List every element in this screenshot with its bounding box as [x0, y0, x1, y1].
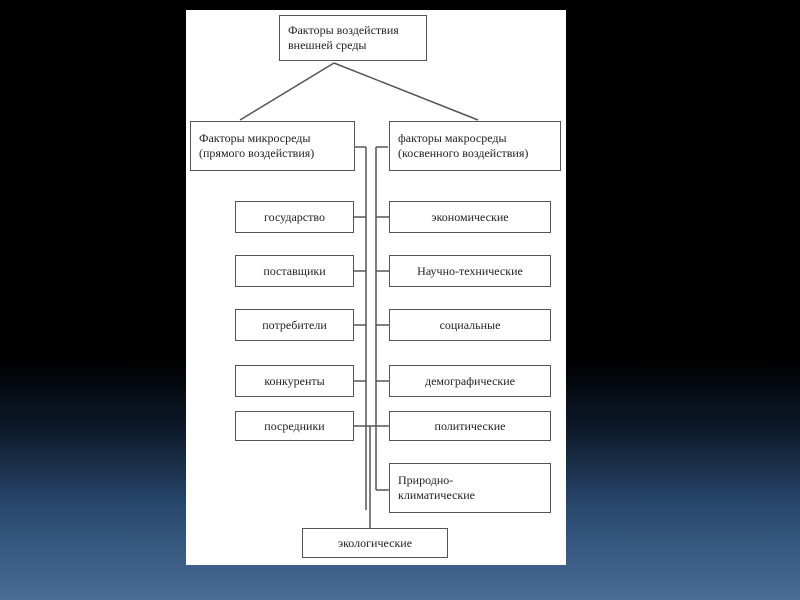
- micro-item-label: посредники: [264, 418, 325, 433]
- macro-header-box: факторы макросреды (косвенного воздейств…: [389, 121, 561, 171]
- micro-item-competitors: конкуренты: [235, 365, 354, 397]
- macro-header-line-1: факторы макросреды: [398, 131, 507, 145]
- macro-item-natural-climatic: Природно- климатические: [389, 463, 551, 513]
- macro-nature-line-2: климатические: [398, 488, 475, 502]
- macro-item-label: Научно-технические: [417, 263, 523, 278]
- macro-item-scientific-technical: Научно-технические: [389, 255, 551, 287]
- bottom-item-ecological: экологические: [302, 528, 448, 558]
- root-box: Факторы воздействия внешней среды: [279, 15, 427, 61]
- root-line-1: Факторы воздействия: [288, 23, 399, 37]
- macro-item-label: социальные: [439, 317, 501, 332]
- bottom-item-label: экологические: [337, 535, 413, 550]
- macro-item-label: политические: [434, 418, 506, 433]
- micro-item-consumers: потребители: [235, 309, 354, 341]
- root-line-2: внешней среды: [288, 38, 367, 52]
- macro-item-economic: экономические: [389, 201, 551, 233]
- macro-item-label: экономические: [431, 209, 509, 224]
- macro-item-social: социальные: [389, 309, 551, 341]
- macro-header-line-2: (косвенного воздействия): [398, 146, 529, 160]
- micro-item-intermediaries: посредники: [235, 411, 354, 441]
- micro-header-line-2: (прямого воздействия): [199, 146, 315, 160]
- micro-header-line-1: Факторы микросреды: [199, 131, 311, 145]
- micro-item-label: поставщики: [263, 263, 326, 278]
- macro-item-political: политические: [389, 411, 551, 441]
- macro-nature-line-1: Природно-: [398, 473, 454, 487]
- micro-item-state: государство: [235, 201, 354, 233]
- micro-item-label: государство: [264, 209, 325, 224]
- macro-item-demographic: демографические: [389, 365, 551, 397]
- micro-item-suppliers: поставщики: [235, 255, 354, 287]
- micro-item-label: потребители: [262, 317, 327, 332]
- macro-item-label: демографические: [424, 373, 516, 388]
- micro-item-label: конкуренты: [264, 373, 325, 388]
- micro-header-box: Факторы микросреды (прямого воздействия): [190, 121, 355, 171]
